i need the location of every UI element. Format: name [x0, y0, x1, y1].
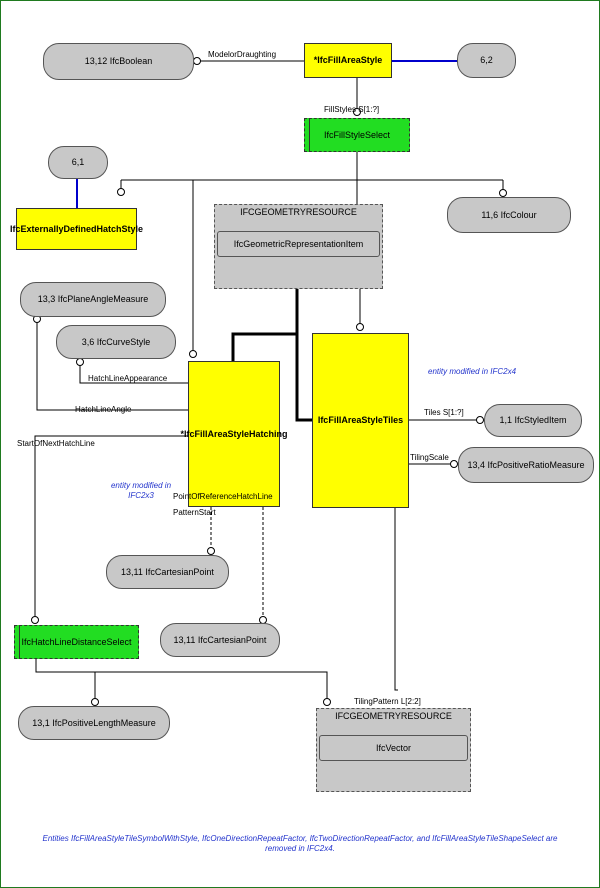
label-tiles: Tiles S[1:?] — [424, 408, 464, 417]
ifc-fill-area-style-tiles-entity[interactable]: IfcFillAreaStyleTiles — [312, 333, 409, 508]
connector-supertype-tiles — [295, 334, 312, 422]
terminator-vector — [323, 698, 331, 706]
ifc-fill-style-select[interactable]: IfcFillStyleSelect — [304, 118, 410, 152]
label-point-of-reference-hatch-line: PointOfReferenceHatchLine — [173, 492, 273, 501]
terminator-positive-length — [91, 698, 99, 706]
note-footer-removed-entities: Entities IfcFillAreaStyleTileSymbolWithS… — [42, 834, 558, 853]
ifc-vector[interactable]: IfcVector — [319, 735, 468, 761]
terminator-positive-ratio — [450, 460, 458, 468]
ifc-colour-ref[interactable]: 11,6 IfcColour — [447, 197, 571, 233]
geometry-resource-top[interactable]: IFCGEOMETRYRESOURCE IfcGeometricRepresen… — [214, 204, 383, 289]
terminator-tiles — [356, 323, 364, 331]
label-start-of-next-hatch-line: StartOfNextHatchLine — [17, 439, 95, 448]
ifc-cartesian-point-ref-2[interactable]: 13,11 IfcCartesianPoint — [160, 623, 280, 657]
label-pattern-start: PatternStart — [173, 508, 216, 517]
ifc-plane-angle-measure-ref[interactable]: 13,3 IfcPlaneAngleMeasure — [20, 282, 166, 317]
ifc-geometric-representation-item[interactable]: IfcGeometricRepresentationItem — [217, 231, 380, 257]
connector-tiling-pattern — [394, 508, 398, 691]
ref-6-2[interactable]: 6,2 — [457, 43, 516, 78]
label-hatch-line-angle: HatchLineAngle — [75, 405, 132, 414]
ifc-hatch-line-distance-select[interactable]: IfcHatchLineDistanceSelect — [14, 625, 139, 659]
label-fill-styles: FillStyles S[1:?] — [324, 105, 380, 114]
label-model-or-draughting: ModelorDraughting — [208, 50, 277, 59]
terminator-hatch-distance — [31, 616, 39, 624]
ifc-curve-style-ref[interactable]: 3,6 IfcCurveStyle — [56, 325, 176, 359]
terminator-hatching — [189, 350, 197, 358]
label-tiling-scale: TilingScale — [410, 453, 449, 462]
terminator-styled-item — [476, 416, 484, 424]
ifc-cartesian-point-ref-1[interactable]: 13,11 IfcCartesianPoint — [106, 555, 229, 589]
connector-start-of-next-hatch-line — [34, 435, 188, 619]
terminator-colour — [499, 189, 507, 197]
note-modified-ifc2x3: entity modified in IFC2x3 — [110, 481, 172, 500]
connector-to-vector — [35, 659, 328, 700]
label-tiling-pattern: TilingPattern L[2:2] — [354, 697, 421, 706]
ifc-positive-ratio-measure-ref[interactable]: 13,4 IfcPositiveRatioMeasure — [458, 447, 594, 483]
terminator-curve-style — [76, 358, 84, 366]
geometry-resource-top-title: IFCGEOMETRYRESOURCE — [240, 207, 357, 217]
ifc-styled-item-ref[interactable]: 1,1 IfcStyledItem — [484, 404, 582, 437]
ifc-externally-defined-hatch-style-entity[interactable]: IfcExternallyDefinedHatchStyle — [10, 208, 143, 250]
geometry-resource-bottom-title: IFCGEOMETRYRESOURCE — [335, 711, 452, 721]
ifc-fill-area-style-hatching-entity[interactable]: *IfcFillAreaStyleHatching — [180, 361, 288, 507]
terminator-fill-style-select — [353, 108, 361, 116]
ref-6-1[interactable]: 6,1 — [48, 146, 108, 179]
terminator-boolean — [193, 57, 201, 65]
label-hatch-line-appearance: HatchLineAppearance — [88, 374, 168, 383]
ifc-positive-length-measure-ref[interactable]: 13,1 IfcPositiveLengthMeasure — [18, 706, 170, 740]
geometry-resource-bottom[interactable]: IFCGEOMETRYRESOURCE IfcVector — [316, 708, 471, 792]
ifc-fill-area-style-entity[interactable]: *IfcFillAreaStyle — [304, 43, 392, 78]
connector-supertype-hatching — [231, 289, 299, 361]
ifc-boolean-ref[interactable]: 13,12 IfcBoolean — [43, 43, 194, 80]
terminator-cartesian-1 — [207, 547, 215, 555]
terminator-external-hatch — [117, 188, 125, 196]
connector-hatch-line-angle — [36, 319, 188, 411]
note-modified-ifc2x4: entity modified in IFC2x4 — [428, 367, 517, 376]
